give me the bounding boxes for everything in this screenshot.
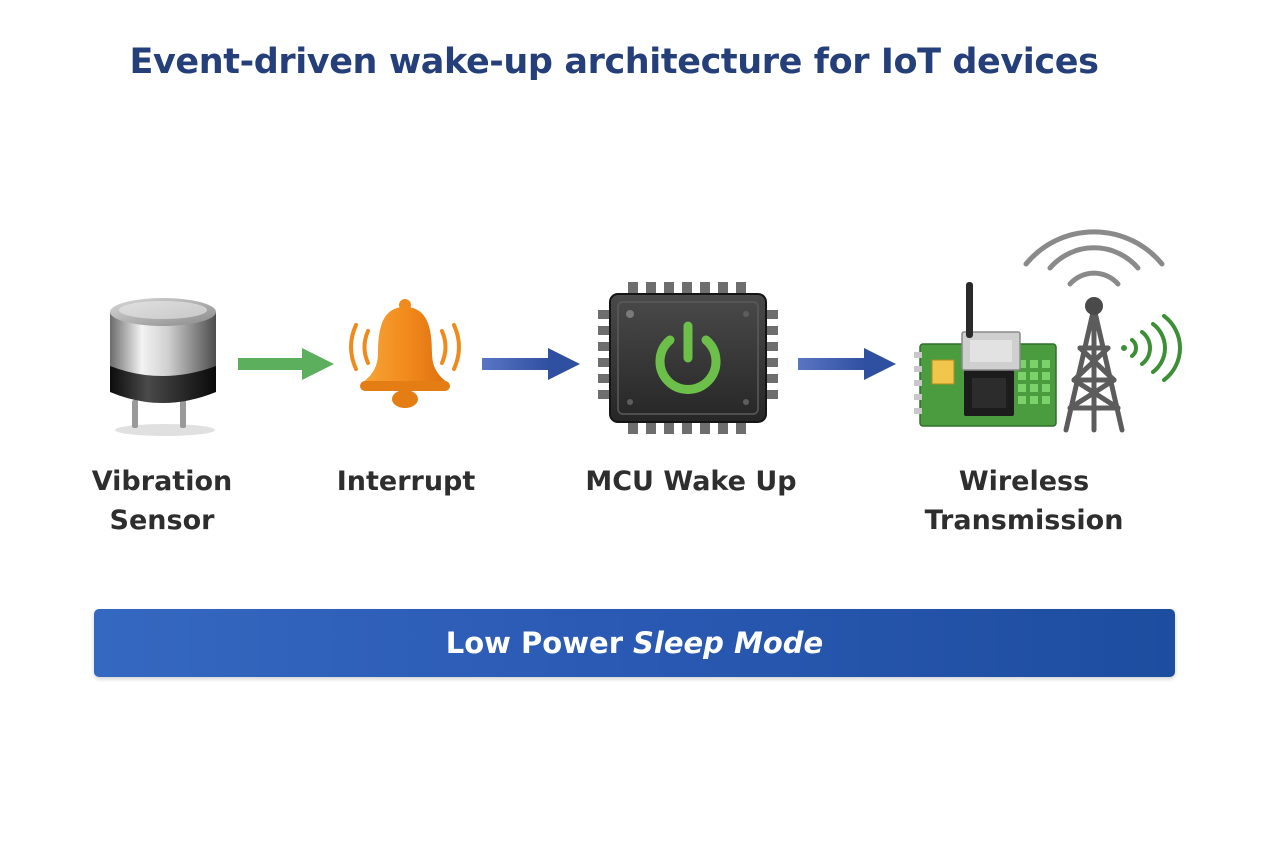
step-label-wireless-transmission: Wireless Transmission <box>904 462 1144 540</box>
flow-arrow-3 <box>798 348 896 380</box>
step-label-interrupt: Interrupt <box>306 462 506 501</box>
sleep-mode-banner: Low Power Sleep Mode <box>94 609 1175 677</box>
step-label-line1: MCU Wake Up <box>585 466 797 497</box>
step-label-vibration-sensor: Vibration Sensor <box>62 462 262 540</box>
bell-icon <box>349 299 461 408</box>
step-label-line1: Interrupt <box>336 466 476 497</box>
banner-emphasis-text: Sleep Mode <box>633 626 824 660</box>
mcu-chip-icon <box>598 282 778 434</box>
diagram-title: Event-driven wake-up architecture for Io… <box>129 42 1099 82</box>
step-label-mcu-wake-up: MCU Wake Up <box>561 462 821 501</box>
step-label-line2: Sensor <box>109 505 215 536</box>
wireless-board-icon <box>914 229 1182 433</box>
step-label-line2: Transmission <box>924 505 1124 536</box>
banner-text: Low Power <box>445 626 623 660</box>
step-label-line1: Vibration <box>91 466 233 497</box>
flow-arrow-2 <box>482 348 580 380</box>
flow-arrow-1 <box>238 348 334 380</box>
step-label-line1: Wireless <box>958 466 1090 497</box>
vibration-sensor-icon <box>110 298 216 436</box>
